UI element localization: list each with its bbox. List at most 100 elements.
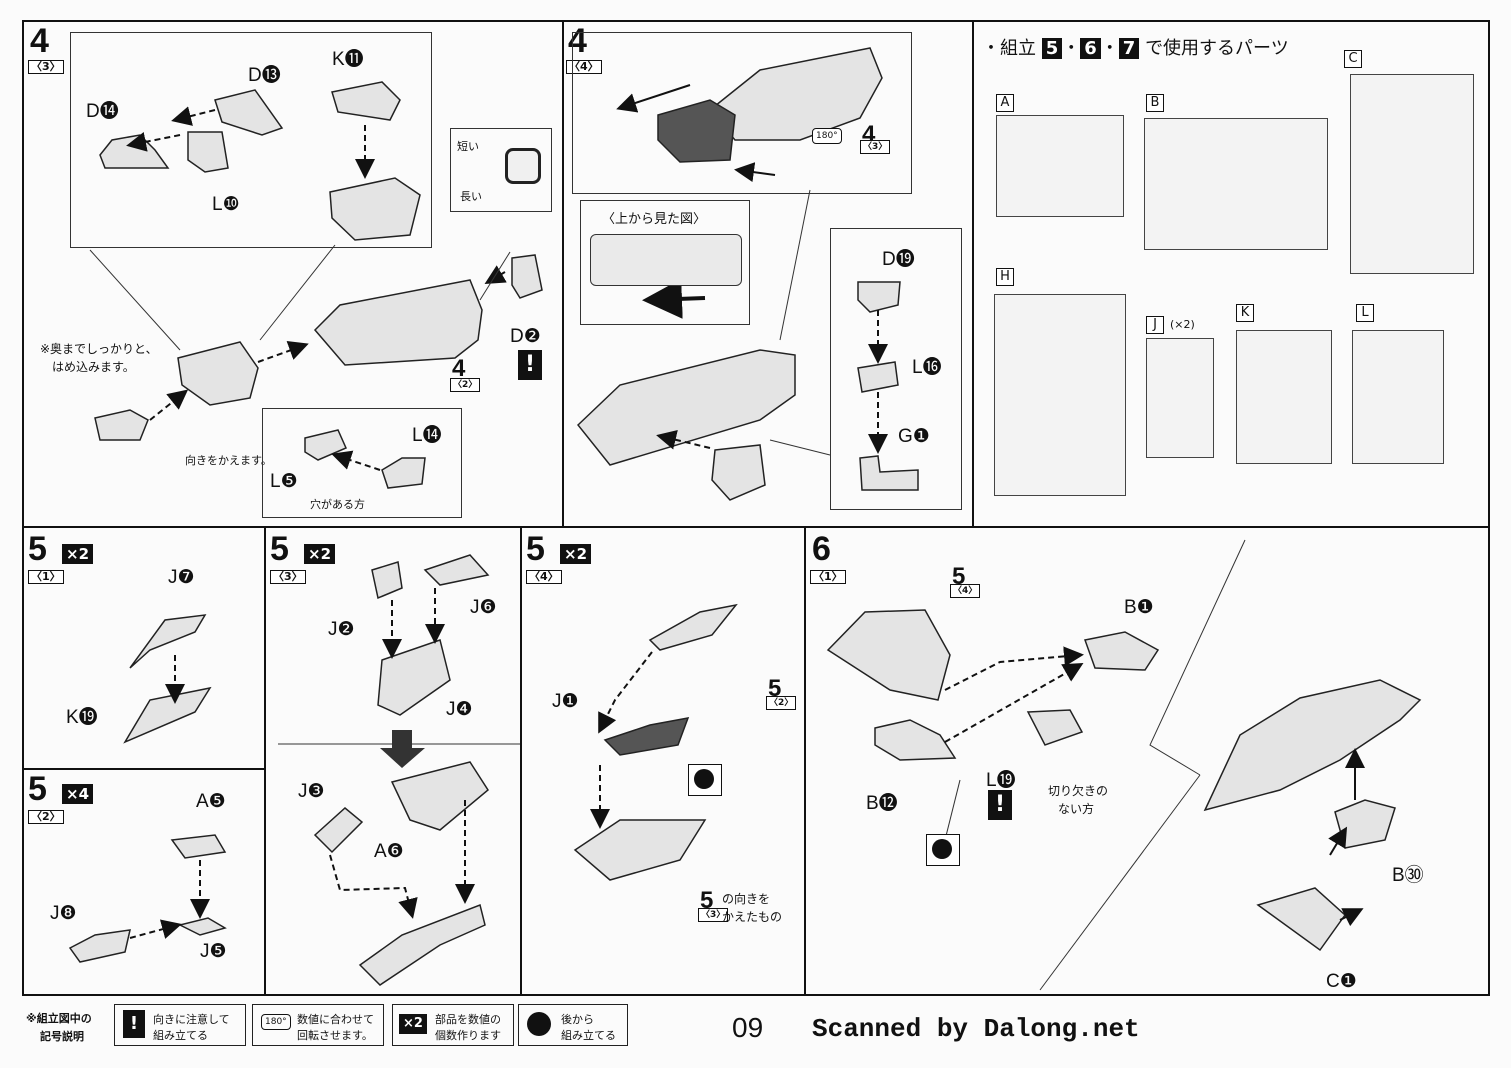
part-l19	[1026, 709, 1084, 746]
part-k11	[331, 81, 401, 121]
parts-title: ・組立 5・6・7 で使用するパーツ	[982, 38, 1289, 59]
part-j6	[423, 554, 490, 586]
ref-substep-number: 〈3〉	[860, 140, 891, 154]
part-blade-upper	[648, 603, 738, 651]
legend-title-line1: ※組立図中の	[26, 1012, 92, 1025]
build-later-icon	[688, 764, 722, 796]
multiplier-badge: ×2	[62, 544, 94, 564]
label-j6: J❻	[470, 597, 497, 618]
label-top-view: 〈上から見た図〉	[602, 212, 707, 227]
step-chip-6: 6	[1080, 38, 1101, 59]
step-number: 5	[270, 530, 289, 568]
ref-substep-number: 〈4〉	[950, 584, 981, 598]
label-hole-side: 穴がある方	[310, 498, 365, 511]
note-line2: はめ込みます。	[52, 360, 135, 374]
legend-multiply-line1: 部品を数値の	[435, 1013, 501, 1026]
ref-substep-number: 〈3〉	[698, 908, 729, 922]
part-foot	[711, 444, 766, 501]
part-main-wing	[826, 609, 951, 701]
label-j2: J❷	[328, 619, 355, 640]
cut-note-line1: 切り欠きの	[1048, 784, 1109, 798]
label-l19: L⓳	[986, 770, 1016, 791]
part-cover	[177, 341, 259, 406]
runner-label-h: H	[996, 268, 1014, 286]
label-g1: G❶	[898, 426, 930, 447]
part-l16	[857, 361, 899, 393]
step-number: 4	[30, 22, 49, 60]
legend-rotate-line2: 回転させます。	[297, 1029, 373, 1042]
step-number: 6	[812, 530, 831, 568]
runner-label-a: A	[996, 94, 1014, 112]
label-k11: K⓫	[332, 49, 364, 70]
label-a6: A❻	[374, 841, 404, 862]
multiplier-badge: ×2	[304, 544, 336, 564]
label-l16: L⓰	[912, 357, 942, 378]
detail-inset-length	[450, 128, 552, 212]
label-short: 短い	[457, 140, 479, 153]
label-j5: J❺	[200, 941, 227, 962]
rotate-180-icon: 180°	[812, 128, 842, 144]
part-a5	[170, 834, 227, 859]
part-j5	[177, 917, 227, 936]
part-main-body	[313, 279, 483, 366]
part-l10	[187, 131, 229, 173]
part-j7	[129, 614, 207, 669]
panel-step6-1	[804, 526, 1490, 996]
scan-credit: Scanned by Dalong.net	[812, 1014, 1140, 1044]
substep-number: 〈1〉	[28, 570, 64, 584]
legend-title: ※組立図中の 記号説明	[22, 1004, 112, 1046]
label-b12: B⓬	[866, 793, 898, 814]
label-b30: B㉚	[1392, 865, 1424, 886]
detail-inset-d19	[830, 228, 962, 510]
rotate-180-icon: 180°	[261, 1014, 291, 1030]
part-arm-lower	[576, 349, 796, 466]
part-final-wing	[1203, 679, 1422, 812]
legend-caution: ! 向きに注意して 組み立てる	[114, 1004, 246, 1046]
substep-number: 〈3〉	[28, 60, 64, 74]
build-later-icon	[926, 834, 960, 866]
square-ring-icon	[505, 148, 541, 184]
part-b30	[1334, 799, 1396, 849]
runner-label-j: J	[1146, 316, 1164, 334]
multiplier-badge: ×2	[399, 1014, 427, 1034]
runner-k	[1236, 330, 1332, 464]
runner-l	[1352, 330, 1444, 464]
ref-step-number: 5	[768, 675, 782, 702]
caution-icon: !	[123, 1010, 145, 1038]
part-arm-upper	[708, 47, 883, 141]
part-j8	[68, 929, 131, 963]
runner-j-multiplier: (×2)	[1170, 318, 1195, 331]
runner-label-c: C	[1344, 50, 1362, 68]
caution-icon: !	[988, 790, 1012, 820]
label-l10: L❿	[212, 194, 240, 215]
ref-step-number: 5	[952, 563, 966, 590]
label-d19: D⓳	[882, 249, 915, 270]
step-number: 5	[28, 770, 47, 808]
substep-number: 〈4〉	[526, 570, 562, 584]
label-c1: C❶	[1326, 971, 1357, 992]
legend-rotate: 180° 数値に合わせて 回転させます。	[252, 1004, 384, 1046]
label-j8: J❽	[50, 903, 77, 924]
label-j3: J❸	[298, 781, 325, 802]
step-chip-5: 5	[1041, 38, 1063, 59]
label-long: 長い	[460, 190, 482, 203]
legend-rotate-line1: 数値に合わせて	[297, 1013, 374, 1026]
runner-label-k: K	[1236, 304, 1254, 322]
detail-inset-d13	[70, 32, 432, 248]
part-c1	[1256, 887, 1346, 952]
top-view-drawing	[590, 234, 742, 286]
parts-title-suffix: で使用するパーツ	[1145, 38, 1289, 59]
label-l14: L⓮	[412, 425, 442, 446]
step-number: 5	[28, 530, 47, 568]
legend-caution-line2: 組み立てる	[153, 1029, 208, 1042]
label-k19: K⓳	[66, 707, 98, 728]
step-chip-7: 7	[1118, 38, 1140, 59]
label-j1: J❶	[552, 691, 579, 712]
ref-substep-number: 〈2〉	[450, 378, 481, 392]
part-block	[657, 99, 736, 163]
runner-label-b: B	[1146, 94, 1164, 112]
page-number: 09	[732, 1012, 764, 1043]
part-peg	[94, 409, 149, 441]
part-a6	[390, 761, 489, 831]
